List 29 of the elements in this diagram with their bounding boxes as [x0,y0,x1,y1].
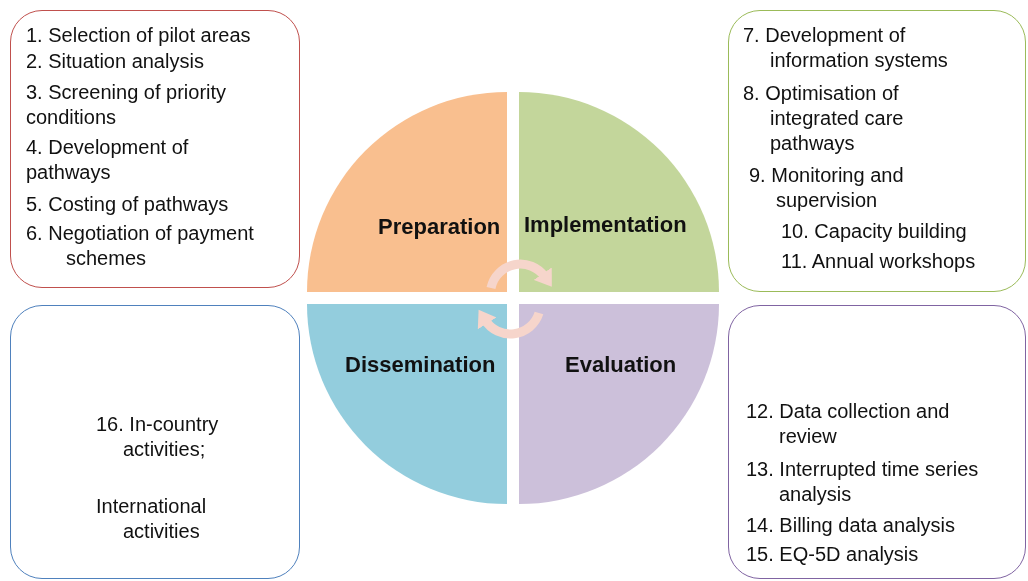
rounded-box [10,10,300,288]
rounded-box [728,305,1026,579]
list-item: 9. Monitoring and supervision [749,163,905,213]
phase-title: Implementation [524,212,687,238]
list-item: 11. Annual workshops [781,249,977,274]
list-item: 8. Optimisation of integrated care pathways [743,81,905,156]
list-item: 10. Capacity building [781,219,968,244]
list-item: 15. EQ-5D analysis [746,542,920,567]
list-item: 6. Negotiation of payment schemes [26,221,255,271]
phase-title: Preparation [378,214,501,240]
list-item: 2. Situation analysis [26,49,205,74]
list-item: International activities [96,494,208,544]
list-item: 3. Screening of priority conditions [26,80,228,130]
list-item: 12. Data collection and review [746,399,951,449]
list-item: 1. Selection of pilot areas [26,23,252,48]
quadrant-segment [519,92,719,292]
phase-title: Evaluation [565,352,677,378]
quadrant-segment [307,92,507,292]
rounded-box [728,10,1026,292]
list-item: 4. Development of pathways [26,135,190,185]
list-item: 16. In-country activities; [96,412,220,462]
rounded-box [10,305,300,579]
phase-title: Dissemination [345,352,496,378]
quadrant-segment [307,304,507,504]
list-item: 13. Interrupted time series analysis [746,457,980,507]
list-item: 7. Development of information systems [743,23,949,73]
quadrant-segment [519,304,719,504]
list-item: 14. Billing data analysis [746,513,956,538]
list-item: 5. Costing of pathways [26,192,230,217]
